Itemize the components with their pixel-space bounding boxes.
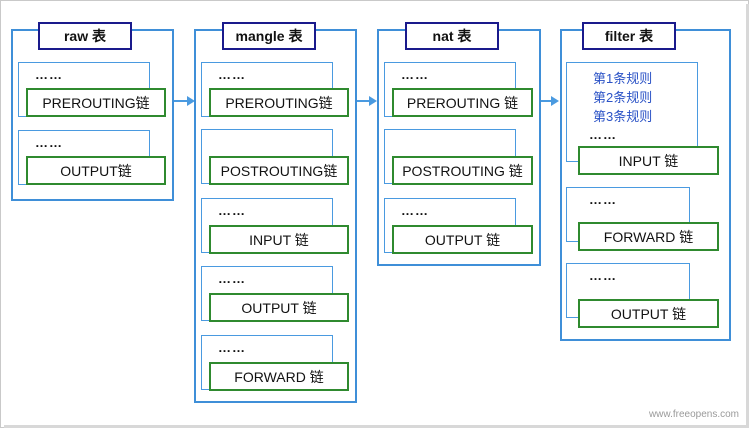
nat-postrouting-chain: POSTROUTING 链 — [392, 156, 533, 185]
filter-rule-group-1: 第1条规则 第2条规则 第3条规则 …… — [566, 62, 698, 162]
filter-input-chain: INPUT 链 — [578, 146, 719, 175]
raw-prerouting-chain: PREROUTING链 — [26, 88, 166, 117]
rule-item: 第3条规则 — [593, 109, 653, 124]
raw-table-title: raw 表 — [38, 22, 132, 50]
mangle-input-chain: INPUT 链 — [209, 225, 349, 254]
filter-forward-chain: FORWARD 链 — [578, 222, 719, 251]
frame-shadow-bottom — [4, 425, 749, 428]
filter-output-chain: OUTPUT 链 — [578, 299, 719, 328]
rule-ellipsis: …… — [35, 135, 63, 150]
rule-ellipsis: …… — [218, 271, 246, 286]
rule-item: 第1条规则 — [593, 71, 653, 86]
mangle-postrouting-chain: POSTROUTING链 — [209, 156, 349, 185]
rule-ellipsis: …… — [218, 203, 246, 218]
filter-table-title: filter 表 — [582, 22, 676, 50]
arrow-mangle-to-nat — [357, 100, 370, 102]
nat-output-chain: OUTPUT 链 — [392, 225, 533, 254]
rule-ellipsis: …… — [589, 192, 617, 207]
rule-ellipsis: …… — [401, 67, 429, 82]
frame-shadow-right — [746, 4, 749, 428]
mangle-forward-chain: FORWARD 链 — [209, 362, 349, 391]
arrow-nat-to-filter — [541, 100, 552, 102]
rule-item: 第2条规则 — [593, 90, 653, 105]
nat-prerouting-chain: PREROUTING 链 — [392, 88, 533, 117]
rule-ellipsis: …… — [218, 67, 246, 82]
rule-ellipsis: …… — [218, 340, 246, 355]
rule-ellipsis: …… — [401, 203, 429, 218]
mangle-table-title: mangle 表 — [222, 22, 316, 50]
arrow-head-nat-to-filter — [551, 96, 559, 106]
mangle-output-chain: OUTPUT 链 — [209, 293, 349, 322]
rule-ellipsis: …… — [589, 268, 617, 283]
arrow-head-mangle-to-nat — [369, 96, 377, 106]
raw-output-chain: OUTPUT链 — [26, 156, 166, 185]
watermark: www.freeopens.com — [648, 409, 739, 420]
rule-ellipsis: …… — [35, 67, 63, 82]
nat-table-title: nat 表 — [405, 22, 499, 50]
arrow-head-raw-to-mangle — [187, 96, 195, 106]
filter-rule-list: 第1条规则 第2条规则 第3条规则 — [593, 69, 652, 126]
arrow-raw-to-mangle — [174, 100, 188, 102]
mangle-prerouting-chain: PREROUTING链 — [209, 88, 349, 117]
rule-ellipsis: …… — [589, 127, 617, 142]
